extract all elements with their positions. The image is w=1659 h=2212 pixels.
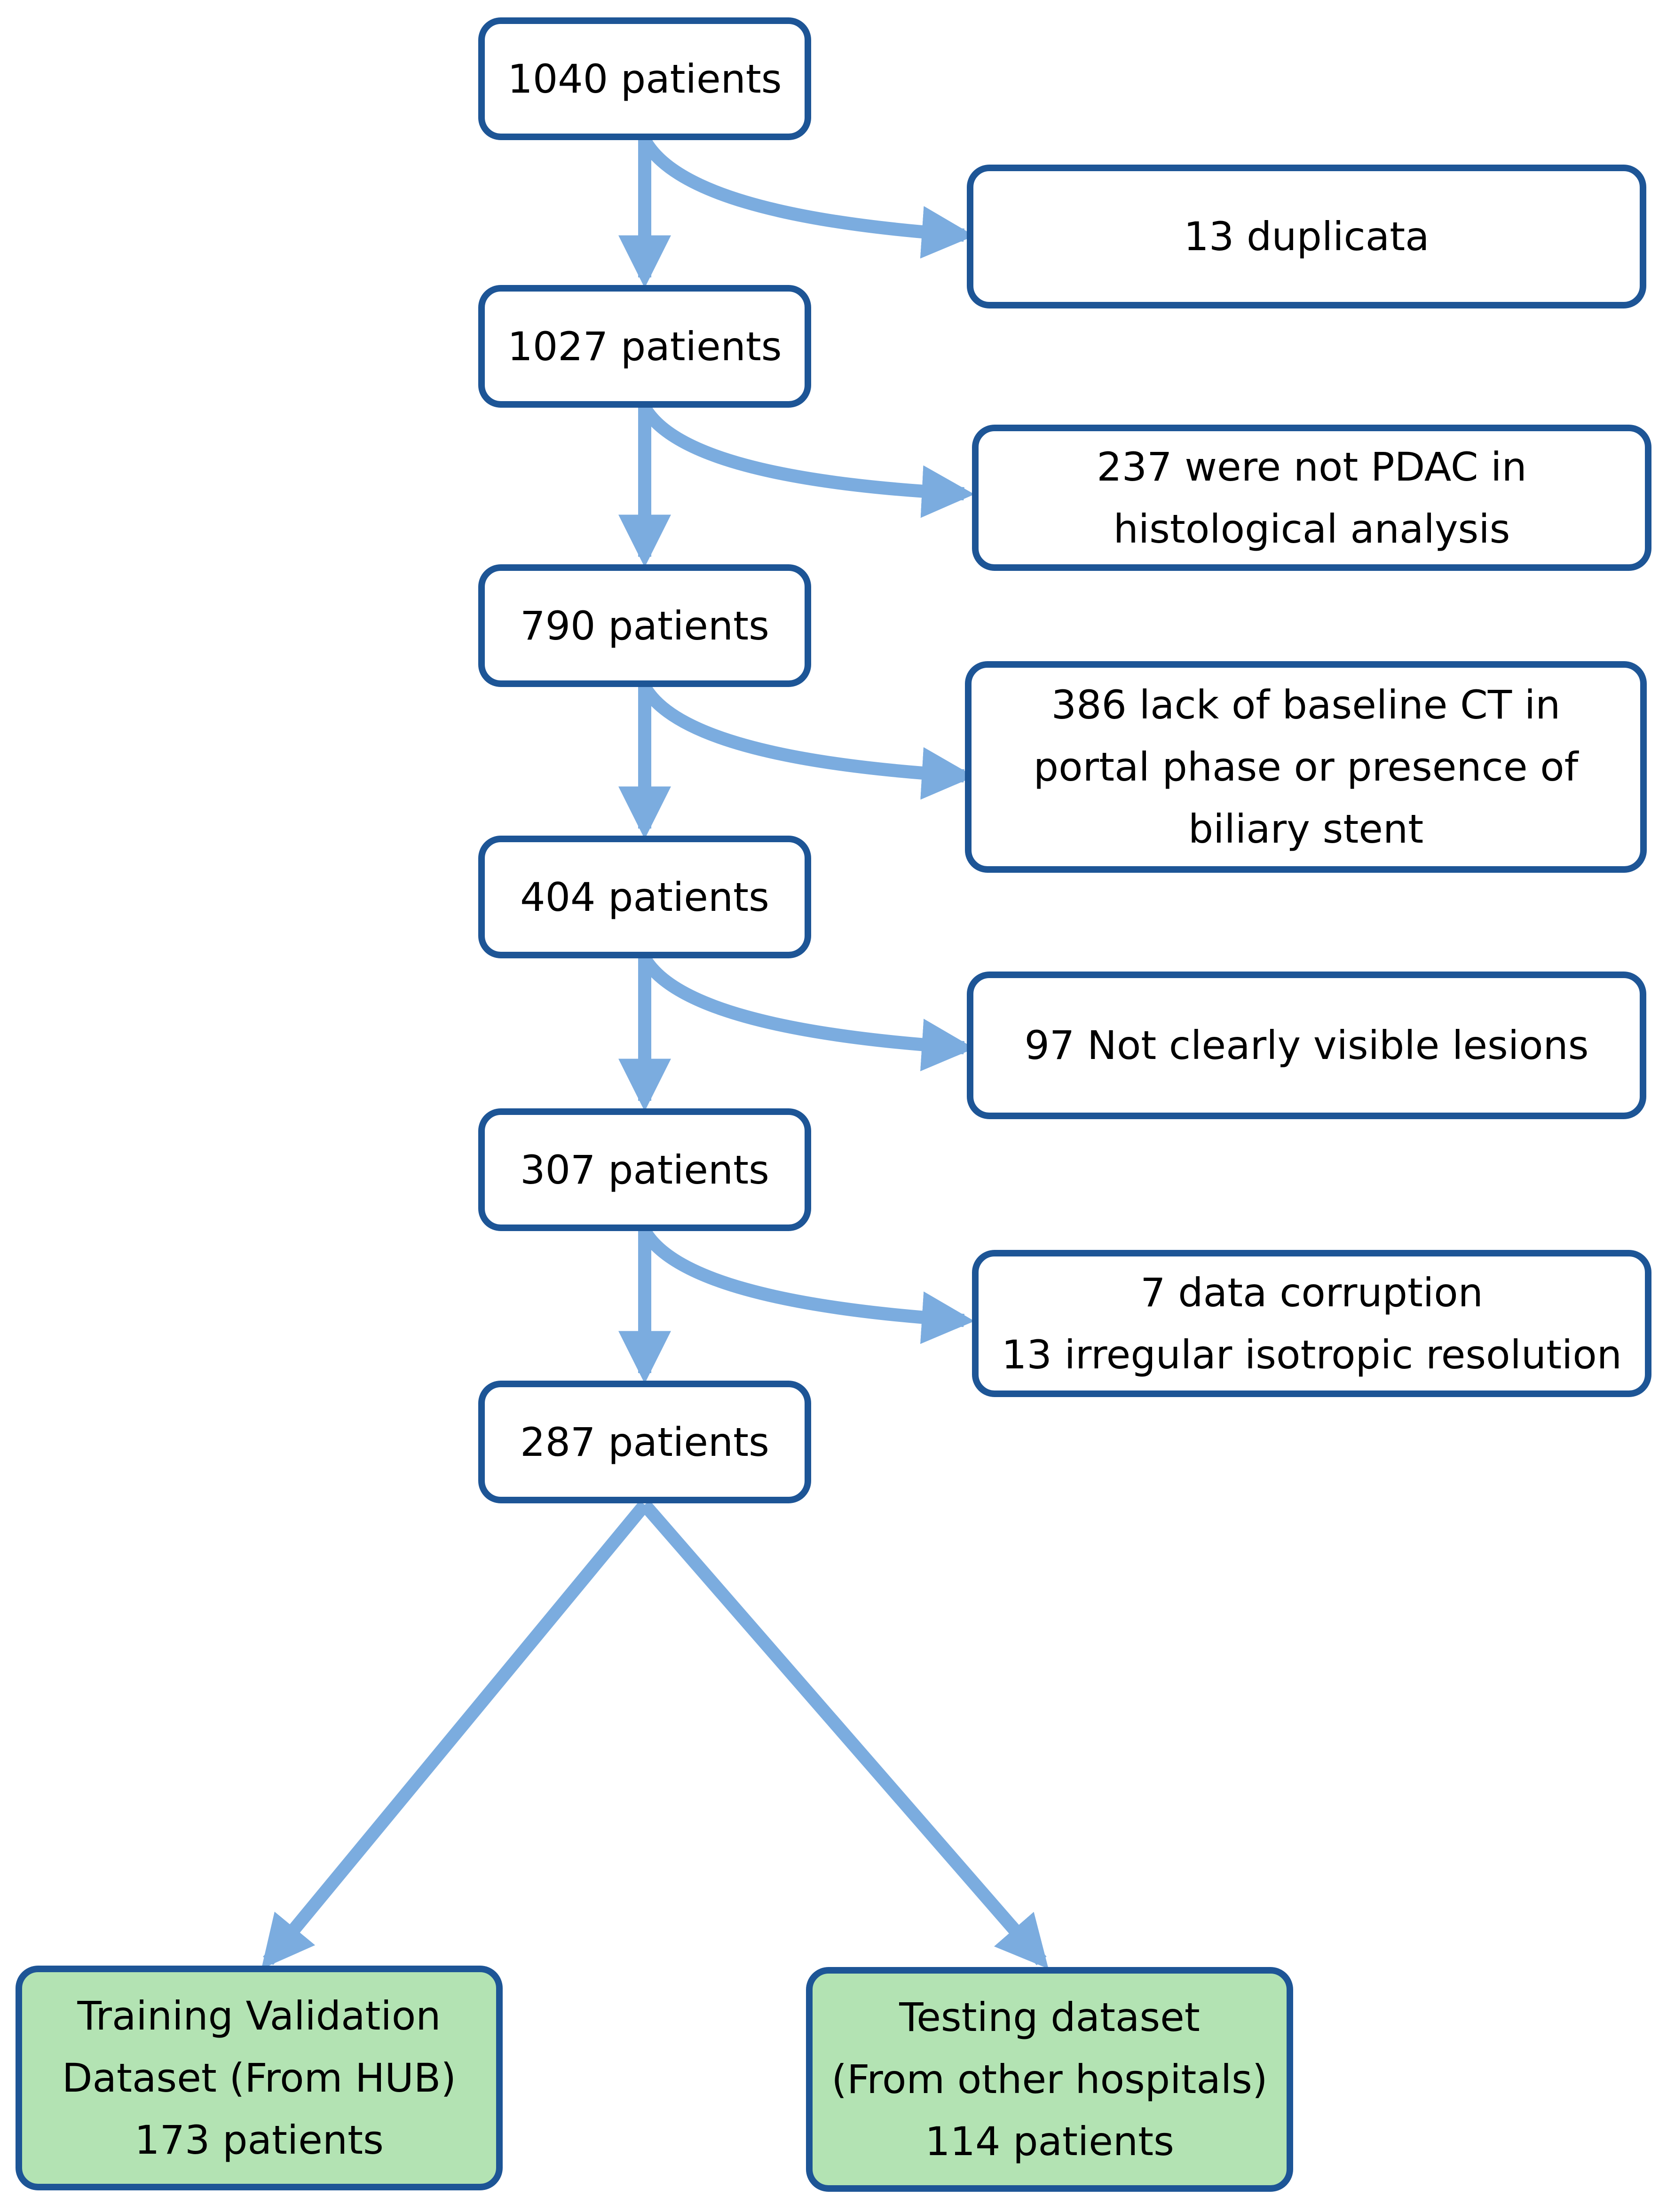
outcome-text: Dataset (From HUB) bbox=[62, 2055, 457, 2101]
step-label: 287 patients bbox=[520, 1419, 769, 1465]
training-dataset-box: Training Validation Dataset (From HUB) 1… bbox=[16, 1966, 503, 2190]
arrow-exclusion-2 bbox=[639, 404, 975, 518]
exclusion-text: 386 lack of baseline CT in bbox=[1051, 682, 1561, 728]
step-box-3: 790 patients bbox=[478, 564, 811, 687]
outcome-text: Training Validation bbox=[77, 1993, 441, 2039]
outcome-text: 114 patients bbox=[925, 2118, 1174, 2165]
step-box-6: 287 patients bbox=[478, 1381, 811, 1503]
exclusion-text: 97 Not clearly visible lesions bbox=[1024, 1022, 1589, 1068]
exclusion-box-2: 237 were not PDAC in histological analys… bbox=[972, 425, 1651, 571]
step-box-2: 1027 patients bbox=[478, 285, 811, 408]
step-label: 307 patients bbox=[520, 1146, 769, 1193]
outcome-text: Testing dataset bbox=[899, 1994, 1200, 2040]
step-label: 1040 patients bbox=[507, 55, 782, 102]
arrow-to-training bbox=[261, 1501, 650, 1969]
exclusion-box-5: 7 data corruption 13 irregular isotropic… bbox=[972, 1250, 1651, 1397]
arrow-to-testing bbox=[640, 1500, 1049, 1969]
exclusion-box-1: 13 duplicata bbox=[967, 165, 1646, 308]
exclusion-text: 7 data corruption bbox=[1140, 1269, 1483, 1316]
exclusion-text: 13 duplicata bbox=[1184, 213, 1430, 260]
arrow-exclusion-1 bbox=[639, 136, 975, 259]
exclusion-box-4: 97 Not clearly visible lesions bbox=[967, 972, 1646, 1119]
testing-dataset-box: Testing dataset (From other hospitals) 1… bbox=[806, 1967, 1293, 2192]
arrow-exclusion-5 bbox=[639, 1227, 975, 1344]
exclusion-text: 13 irregular isotropic resolution bbox=[1001, 1331, 1622, 1378]
exclusion-box-3: 386 lack of baseline CT in portal phase … bbox=[965, 661, 1647, 873]
step-box-1: 1040 patients bbox=[478, 17, 811, 140]
exclusion-text: histological analysis bbox=[1113, 506, 1510, 552]
step-label: 404 patients bbox=[520, 874, 769, 920]
arrow-exclusion-3 bbox=[639, 683, 975, 800]
outcome-text: (From other hospitals) bbox=[831, 2056, 1268, 2102]
step-box-5: 307 patients bbox=[478, 1108, 811, 1231]
exclusion-text: portal phase or presence of bbox=[1033, 744, 1579, 790]
step-label: 790 patients bbox=[520, 602, 769, 649]
exclusion-text: biliary stent bbox=[1188, 806, 1424, 852]
outcome-text: 173 patients bbox=[134, 2117, 384, 2163]
step-box-4: 404 patients bbox=[478, 836, 811, 958]
arrow-exclusion-4 bbox=[639, 955, 975, 1072]
step-label: 1027 patients bbox=[507, 323, 782, 370]
exclusion-text: 237 were not PDAC in bbox=[1097, 443, 1527, 490]
